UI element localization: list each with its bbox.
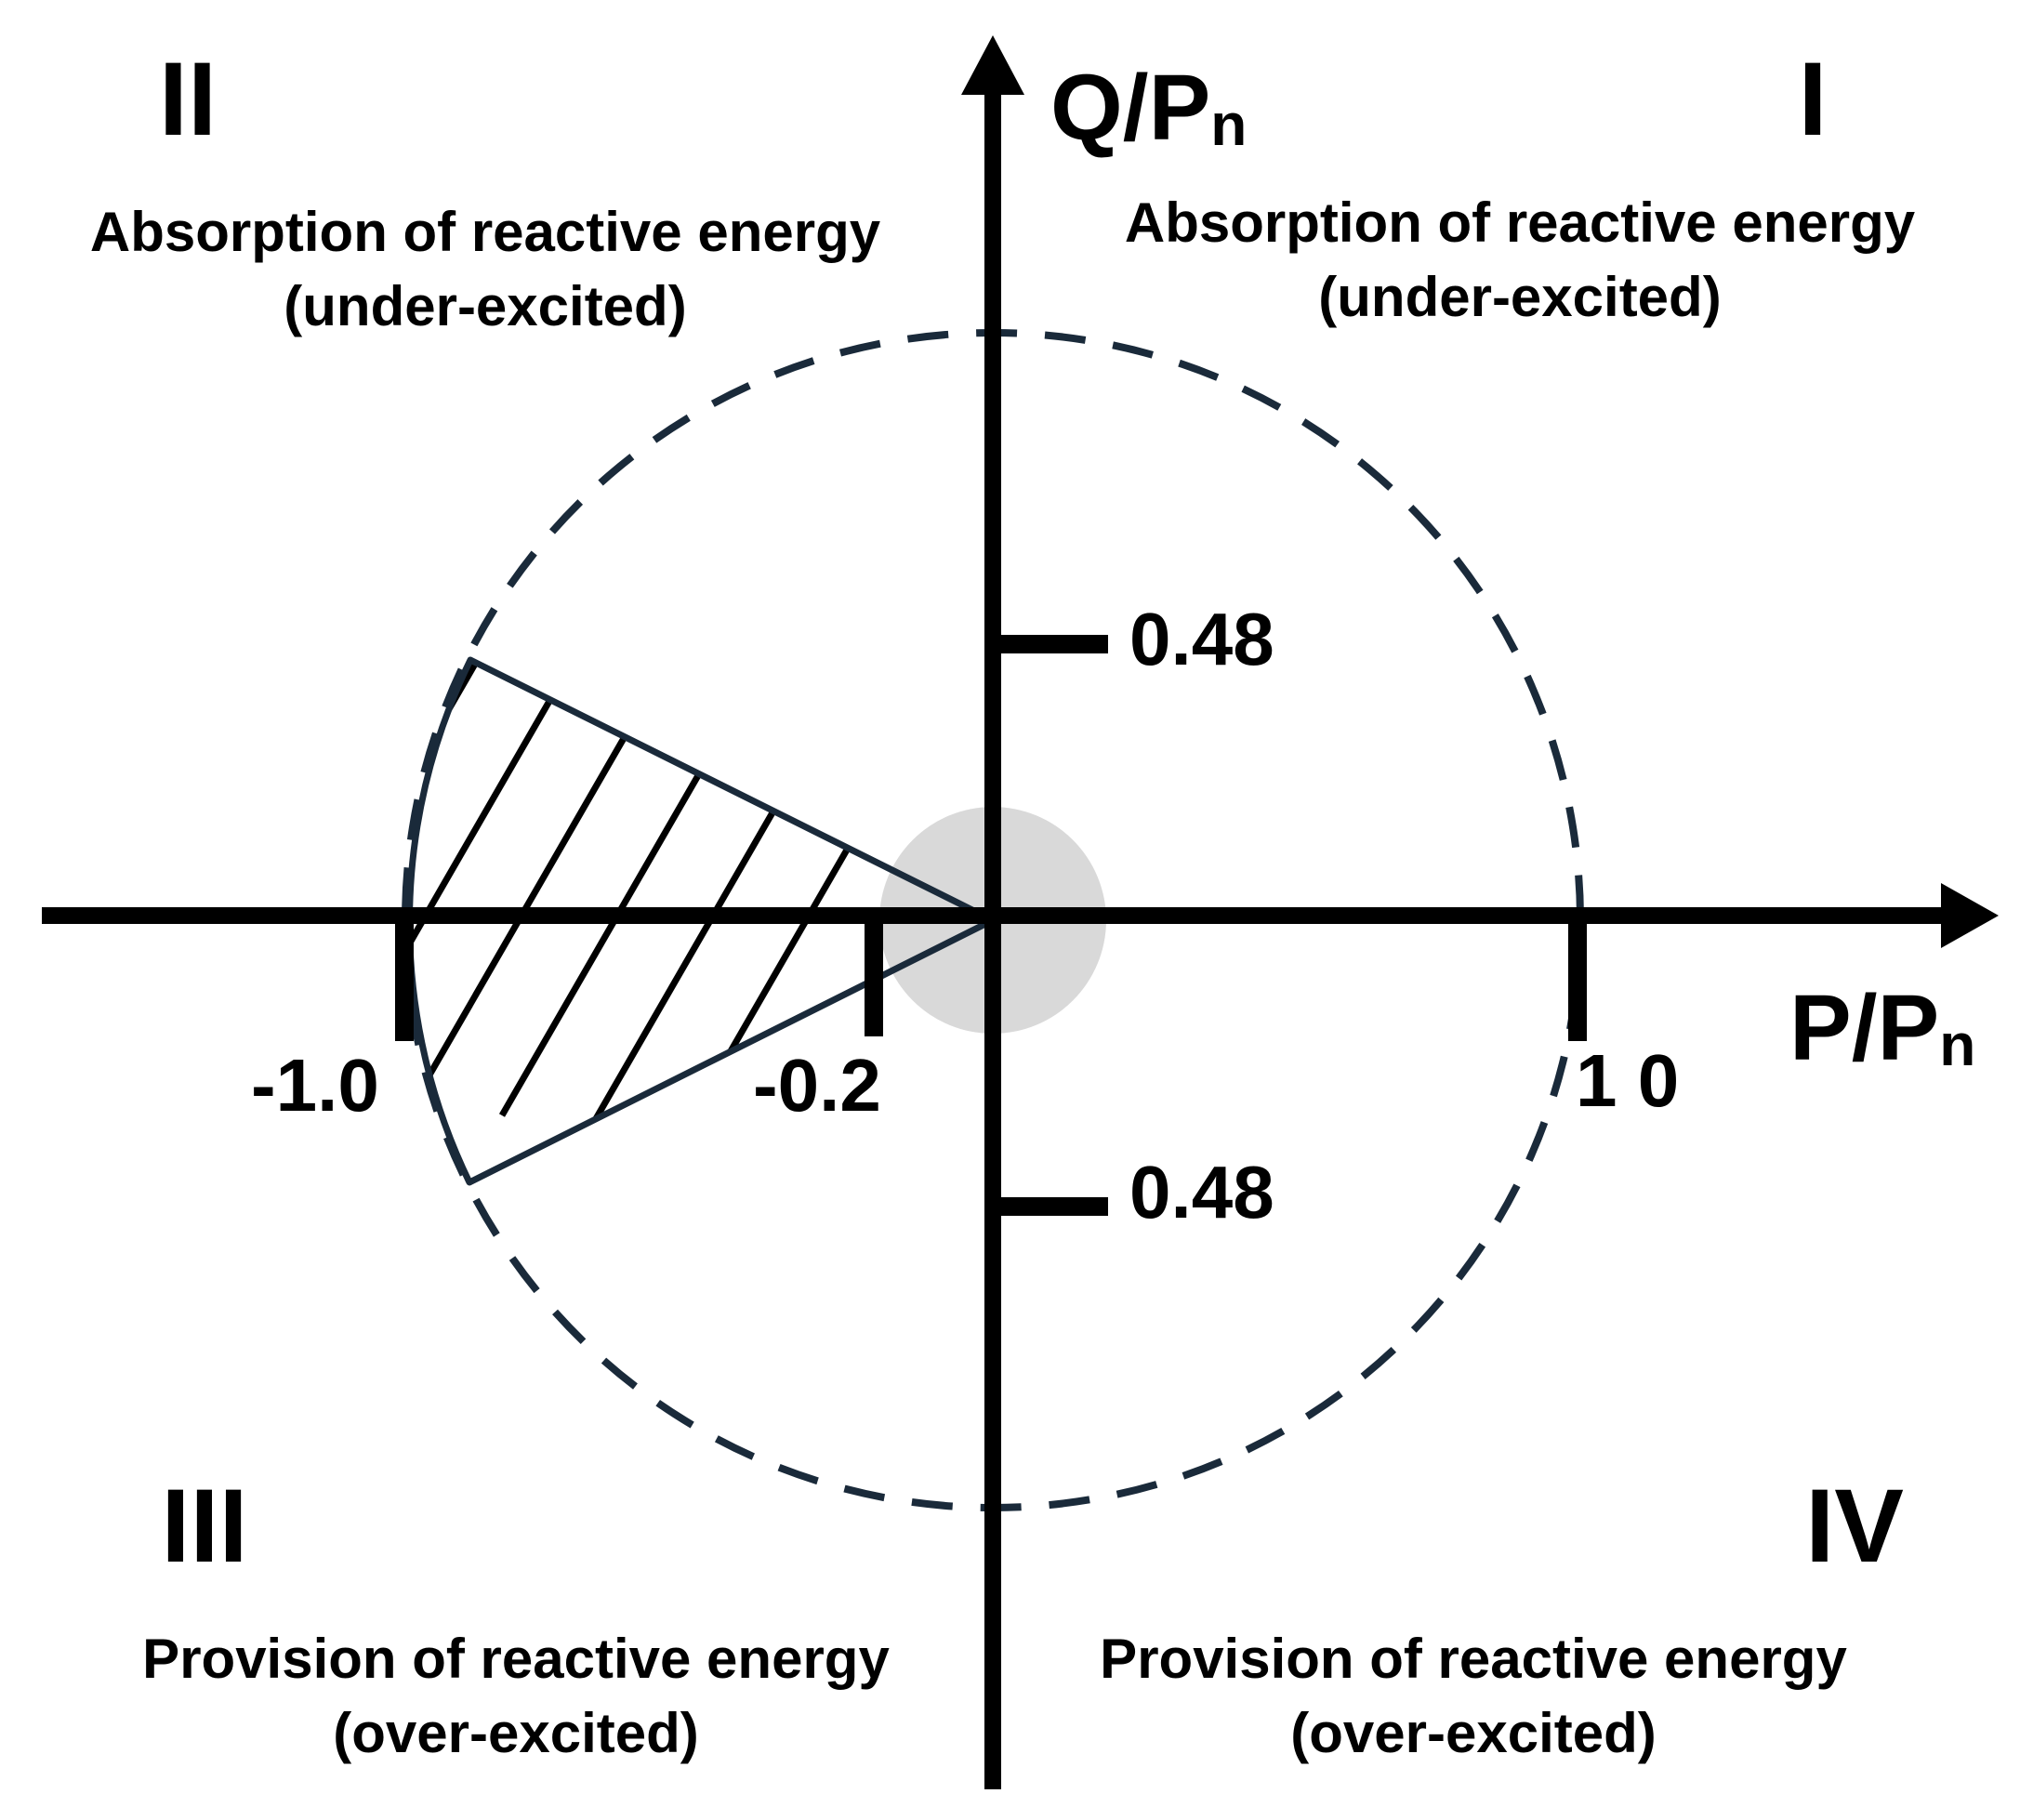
quadrant-IV-desc-line2: (over-excited) <box>1290 1702 1656 1764</box>
quadrant-II-desc-line2: (under-excited) <box>284 275 686 337</box>
quadrant-II-numeral: II <box>159 41 217 157</box>
quadrant-I-desc-line2: (under-excited) <box>1318 266 1721 328</box>
quadrant-I-numeral: I <box>1798 41 1827 157</box>
quadrant-III-numeral: III <box>161 1468 247 1584</box>
tick-label-y-neg: 0.48 <box>1129 1151 1274 1233</box>
quadrant-III-desc-line2: (over-excited) <box>333 1702 698 1764</box>
quadrant-IV-numeral: IV <box>1805 1468 1904 1584</box>
tick-label-x-pos-1: 1 0 <box>1576 1039 1679 1122</box>
y-axis-label: Q/Pn <box>1050 56 1247 160</box>
x-axis-label: P/Pn <box>1789 976 1975 1080</box>
quadrant-I-desc-line1: Absorption of reactive energy <box>1125 191 1916 254</box>
quadrant-II-desc-line1: Absorption of reactive energy <box>90 201 881 263</box>
quadrant-III-desc-line1: Provision of reactive energy <box>142 1628 890 1690</box>
quadrant-IV-desc-line1: Provision of reactive energy <box>1100 1628 1847 1690</box>
tick-label-x-neg-02: -0.2 <box>753 1044 881 1127</box>
x-axis-arrowhead <box>1941 883 1999 948</box>
y-axis-arrowhead <box>961 35 1024 95</box>
tick-label-x-neg-1: -1.0 <box>251 1044 379 1127</box>
tick-label-y-pos: 0.48 <box>1129 598 1274 680</box>
